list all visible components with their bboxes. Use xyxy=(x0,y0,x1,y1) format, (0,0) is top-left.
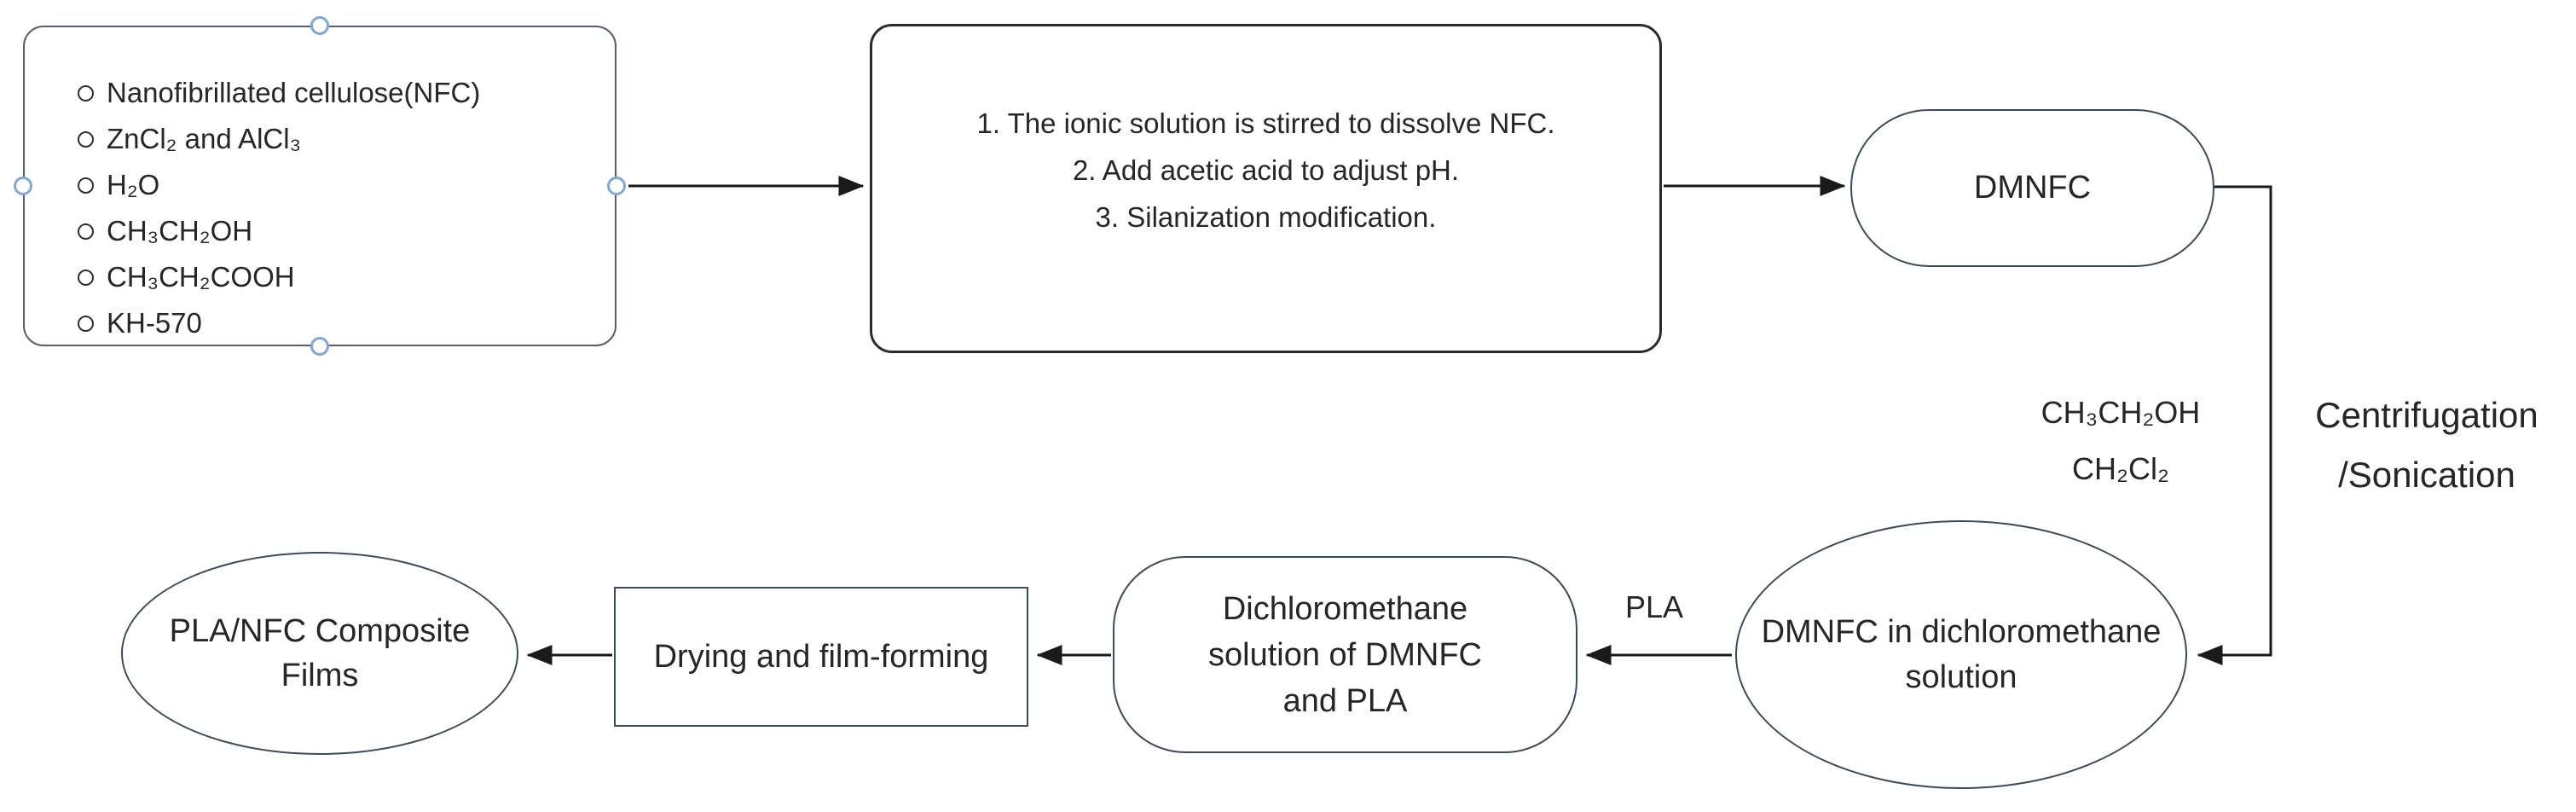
list-item: CH₃CH₂OH xyxy=(78,208,480,254)
list-item: Nanofibrillated cellulose(NFC) xyxy=(78,70,480,116)
selection-handle-top[interactable] xyxy=(310,16,329,35)
films-line-1: PLA/NFC Composite xyxy=(169,613,471,649)
dcm-solution-line-1: Dichloromethane xyxy=(1222,590,1468,627)
dmnfc-node[interactable]: DMNFC xyxy=(1850,109,2214,267)
circle-bullet-icon xyxy=(78,177,94,194)
process-box[interactable]: 1. The ionic solution is stirred to diss… xyxy=(870,24,1662,353)
centrifugation-label[interactable]: Centrifugation /Sonication xyxy=(2277,386,2576,505)
solvent-line-1: CH₃CH₂OH xyxy=(2041,395,2201,430)
materials-list: Nanofibrillated cellulose(NFC) ZnCl₂ and… xyxy=(78,70,480,346)
circle-bullet-icon xyxy=(78,269,94,286)
list-item: CH₃CH₂COOH xyxy=(78,254,480,300)
circle-bullet-icon xyxy=(78,223,94,240)
material-label: Nanofibrillated cellulose(NFC) xyxy=(107,77,481,108)
dcm-solution-line-2: solution of DMNFC xyxy=(1208,636,1482,673)
centrifugation-line-1: Centrifugation xyxy=(2315,395,2538,435)
circle-bullet-icon xyxy=(78,315,94,332)
selection-handle-right[interactable] xyxy=(607,177,626,195)
material-label: H₂O xyxy=(107,169,160,200)
films-node[interactable]: PLA/NFC Composite Films xyxy=(121,552,518,755)
process-steps: 1. The ionic solution is stirred to diss… xyxy=(872,26,1659,241)
dcm-solution-line-3: and PLA xyxy=(1282,682,1408,719)
material-label: KH-570 xyxy=(107,307,202,339)
list-item: ZnCl₂ and AlCl₃ xyxy=(78,116,480,162)
material-label: CH₃CH₂COOH xyxy=(107,261,295,293)
dmnfc-solution-line-2: solution xyxy=(1905,658,2017,695)
list-item: KH-570 xyxy=(78,300,480,346)
materials-box[interactable]: Nanofibrillated cellulose(NFC) ZnCl₂ and… xyxy=(23,26,617,346)
dmnfc-solution-line-1: DMNFC in dichloromethane xyxy=(1761,613,2162,650)
process-step: 2. Add acetic acid to adjust pH. xyxy=(1072,154,1460,186)
process-step: 3. Silanization modification. xyxy=(1095,201,1437,233)
dmnfc-label: DMNFC xyxy=(1973,170,2092,206)
drying-label: Drying and film-forming xyxy=(653,638,989,675)
connector-dmnfc-to-solution[interactable] xyxy=(2197,185,2272,665)
circle-bullet-icon xyxy=(78,130,94,148)
pla-label[interactable]: PLA xyxy=(1603,589,1705,626)
material-label: CH₃CH₂OH xyxy=(107,215,253,246)
dmnfc-solution-node[interactable]: DMNFC in dichloromethane solution xyxy=(1735,520,2187,789)
films-line-2: Films xyxy=(281,658,359,693)
solvent-line-2: CH₂Cl₂ xyxy=(2072,451,2169,486)
circle-bullet-icon xyxy=(78,84,94,102)
centrifugation-line-2: /Sonication xyxy=(2338,455,2515,495)
process-step: 1. The ionic solution is stirred to diss… xyxy=(976,107,1555,139)
drying-node[interactable]: Drying and film-forming xyxy=(614,587,1028,727)
material-label: ZnCl₂ and AlCl₃ xyxy=(107,123,302,154)
pla-label-text: PLA xyxy=(1624,589,1684,624)
dcm-solution-node[interactable]: Dichloromethane solution of DMNFC and PL… xyxy=(1113,556,1577,753)
solvent-label[interactable]: CH₃CH₂OH CH₂Cl₂ xyxy=(1987,385,2255,497)
selection-handle-left[interactable] xyxy=(14,177,32,195)
list-item: H₂O xyxy=(78,162,480,208)
selection-handle-bottom[interactable] xyxy=(310,337,329,356)
